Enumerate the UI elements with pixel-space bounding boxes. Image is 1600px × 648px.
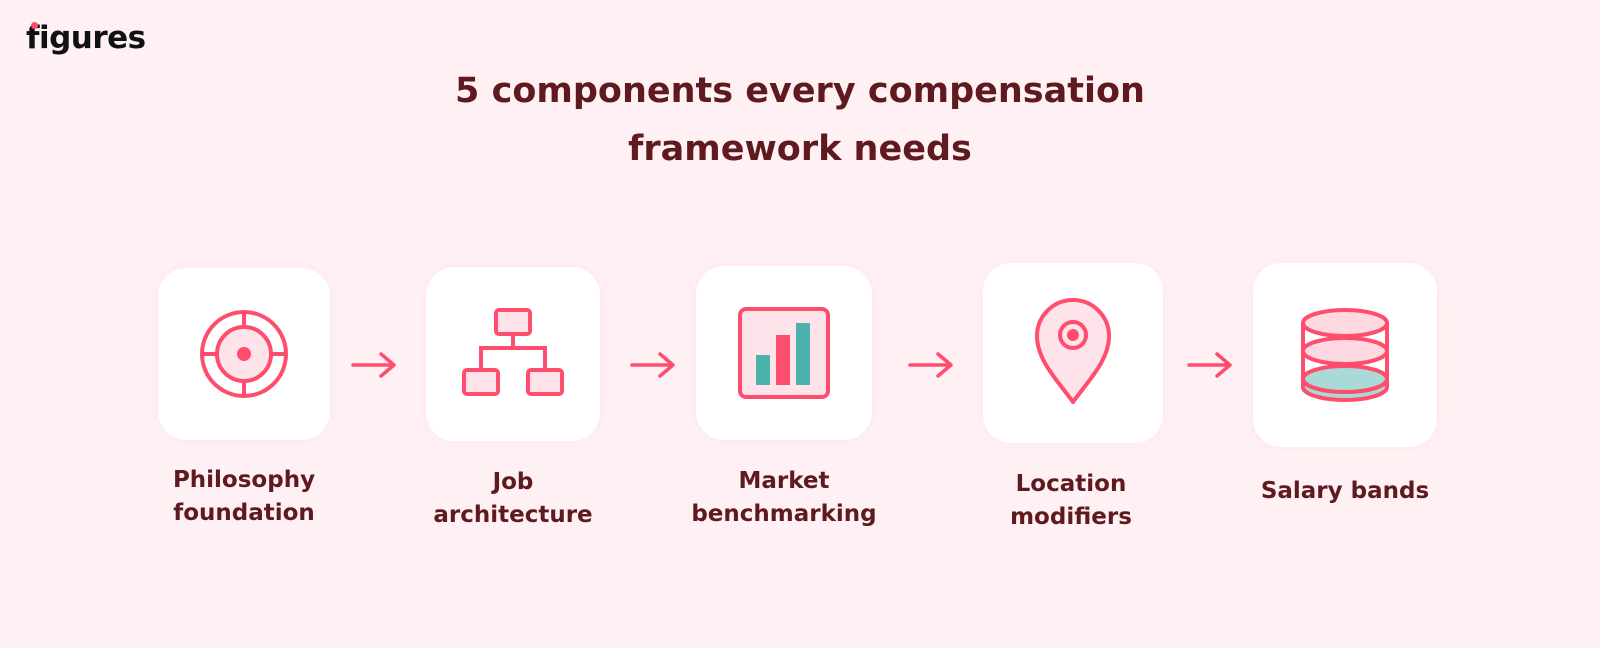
title-line-1: 5 components every compensation bbox=[455, 71, 1145, 111]
bar-chart-icon bbox=[738, 307, 830, 399]
stacked-layers-icon bbox=[1301, 308, 1389, 402]
step-card-salary-bands bbox=[1253, 263, 1437, 447]
step-label-line: Location bbox=[1015, 471, 1127, 497]
step-card-location-modifiers bbox=[983, 263, 1163, 443]
step-label-line: architecture bbox=[433, 502, 593, 528]
brand-logo: figures bbox=[26, 14, 146, 62]
step-label-philosophy: Philosophy foundation bbox=[114, 464, 374, 530]
step-label-market-benchmarking: Market benchmarking bbox=[654, 465, 914, 531]
step-label-line: benchmarking bbox=[691, 501, 877, 527]
arrow-right-icon bbox=[908, 352, 953, 378]
step-card-job-architecture bbox=[426, 267, 600, 441]
arrow-right-icon bbox=[1187, 352, 1232, 378]
step-label-line: Philosophy bbox=[172, 467, 316, 493]
step-label-salary-bands: Salary bands bbox=[1215, 475, 1475, 508]
arrow-right-icon bbox=[630, 352, 675, 378]
step-label-line: Job bbox=[492, 469, 534, 495]
map-pin-icon bbox=[1035, 298, 1111, 404]
step-label-job-architecture: Job architecture bbox=[383, 466, 643, 532]
target-icon bbox=[200, 310, 288, 398]
step-label-line: Market bbox=[738, 468, 830, 494]
arrow-right-icon bbox=[351, 352, 396, 378]
step-label-line: modifiers bbox=[1010, 504, 1132, 530]
logo-dot bbox=[31, 22, 38, 29]
org-chart-icon bbox=[462, 308, 564, 396]
brand-name: figures bbox=[26, 20, 146, 56]
step-label-line: foundation bbox=[173, 500, 315, 526]
step-card-market-benchmarking bbox=[696, 266, 872, 440]
title-line-2: framework needs bbox=[628, 129, 972, 169]
step-label-line: Salary bands bbox=[1260, 478, 1430, 504]
page-title: 5 components every compensation framewor… bbox=[0, 62, 1600, 178]
step-label-location-modifiers: Location modifiers bbox=[941, 468, 1201, 534]
step-card-philosophy bbox=[158, 268, 330, 440]
